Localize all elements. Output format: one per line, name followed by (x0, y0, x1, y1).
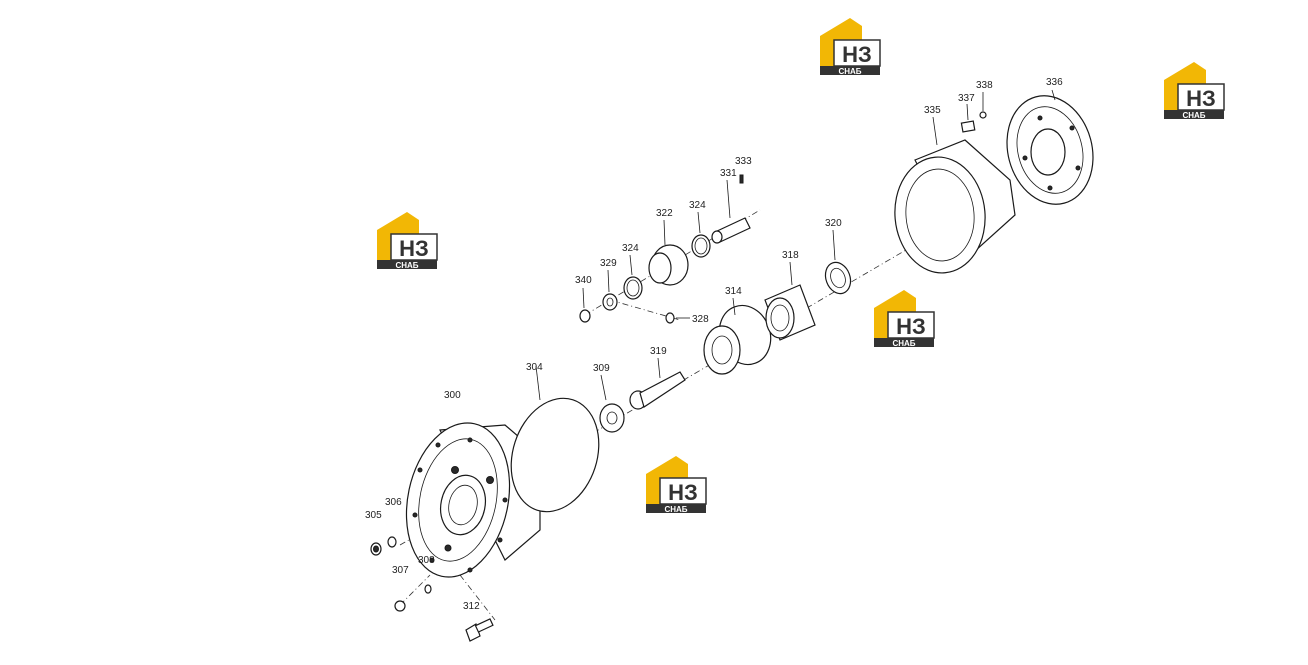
svg-text:НЗ: НЗ (399, 236, 429, 261)
part-labels: 300 304 305 306 307 308 309 312 314 318 … (365, 77, 1063, 612)
label-333: 333 (735, 156, 752, 167)
part-308-oring (424, 584, 432, 594)
label-307: 307 (392, 565, 409, 576)
label-305: 305 (365, 510, 382, 521)
part-340-ring (579, 287, 591, 323)
label-308: 308 (418, 555, 435, 566)
part-328-ring (665, 312, 690, 324)
watermark-logos: НЗ СНАБ НЗ СНАБ НЗ СНАБ НЗ СНАБ (377, 18, 1225, 514)
part-337-plate (960, 103, 976, 133)
svg-text:СНАБ: СНАБ (838, 67, 861, 76)
label-304: 304 (526, 362, 543, 373)
part-329-nut (602, 269, 618, 311)
label-329: 329 (600, 258, 617, 269)
part-336-gear-hub (1006, 89, 1094, 205)
part-331-pin (711, 179, 751, 244)
watermark-logo: НЗ СНАБ (820, 18, 881, 76)
label-314: 314 (725, 286, 742, 297)
label-306: 306 (385, 497, 402, 508)
label-337: 337 (958, 93, 975, 104)
label-300: 300 (444, 390, 461, 401)
label-335: 335 (924, 105, 941, 116)
label-312: 312 (463, 601, 480, 612)
assembly-axis-lines (399, 194, 1001, 621)
part-319-bolt (629, 357, 686, 410)
part-333-small-pin (739, 174, 744, 184)
label-340: 340 (575, 275, 592, 286)
svg-text:НЗ: НЗ (842, 42, 872, 67)
svg-text:СНАБ: СНАБ (664, 505, 687, 514)
watermark-logo: НЗ СНАБ (874, 290, 935, 348)
watermark-logo: НЗ СНАБ (646, 456, 707, 514)
svg-text:СНАБ: СНАБ (892, 339, 915, 348)
part-314-planet-gear (703, 297, 772, 375)
part-306-washer (387, 536, 397, 548)
svg-text:СНАБ: СНАБ (1182, 111, 1205, 120)
label-328: 328 (692, 314, 709, 325)
watermark-logo: НЗ СНАБ (1164, 62, 1225, 120)
part-318-sleeve (764, 261, 816, 341)
label-336: 336 (1046, 77, 1063, 88)
watermark-logo: НЗ СНАБ (377, 212, 438, 270)
label-309: 309 (593, 363, 610, 374)
svg-text:НЗ: НЗ (896, 314, 926, 339)
label-319: 319 (650, 346, 667, 357)
part-309-spacer (599, 374, 625, 433)
label-324-a: 324 (622, 243, 639, 254)
part-300-housing (405, 422, 541, 578)
svg-text:НЗ: НЗ (668, 480, 698, 505)
part-324-ring-b (691, 211, 711, 258)
part-324-ring-a (623, 254, 643, 300)
part-338-screw (979, 92, 987, 119)
part-312-bolt (465, 618, 494, 642)
label-320: 320 (825, 218, 842, 229)
svg-text:СНАБ: СНАБ (395, 261, 418, 270)
label-338: 338 (976, 80, 993, 91)
label-324-b: 324 (689, 200, 706, 211)
label-318: 318 (782, 250, 799, 261)
label-322: 322 (656, 208, 673, 219)
part-304-gasket (510, 365, 600, 513)
svg-text:НЗ: НЗ (1186, 86, 1216, 111)
part-322-gear (648, 219, 689, 286)
part-335-ring-gear (894, 116, 1016, 274)
label-331: 331 (720, 168, 737, 179)
part-320-washer (824, 229, 852, 295)
part-305-plug (370, 542, 382, 556)
part-307-plug (394, 600, 406, 612)
